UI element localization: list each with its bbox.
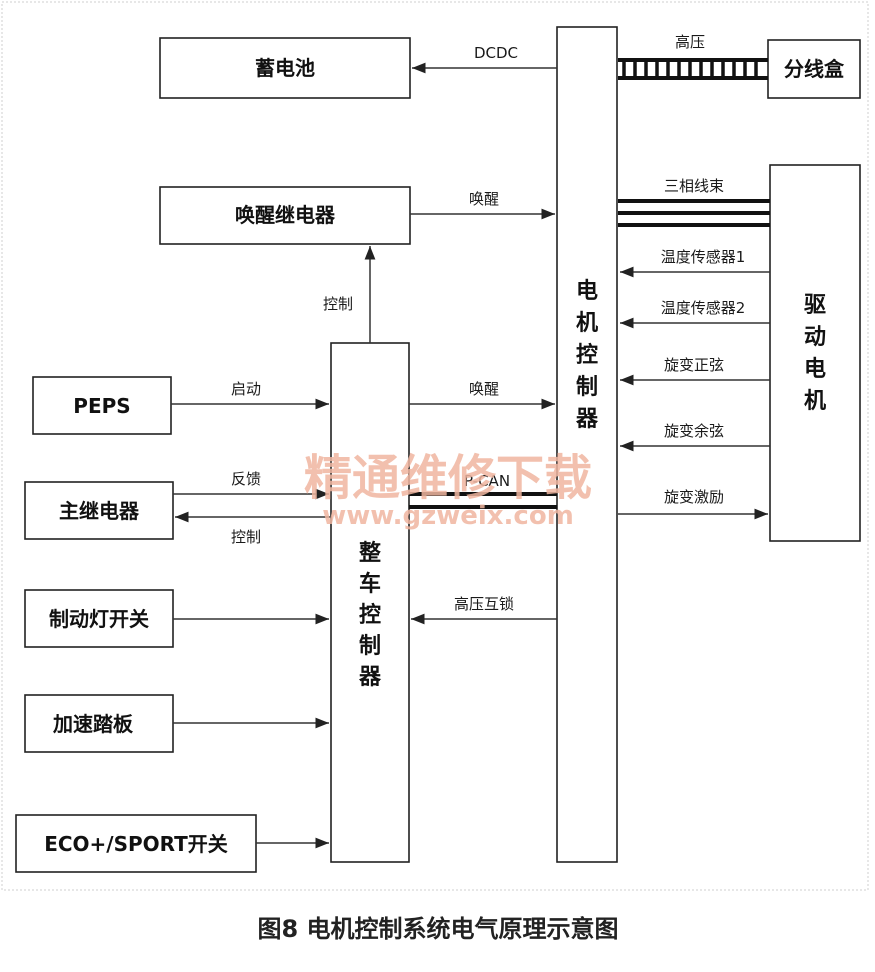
accel-pedal-block: 加速踏板 [24,694,174,753]
watermark-url: www.gzweix.com [322,501,574,531]
wake-label-top: 唤醒 [469,190,499,208]
vcu-block: 整 车 控 制 器 [330,342,410,863]
drive-motor-block: 驱 动 电 机 [769,164,861,542]
control-up-label: 控制 [323,295,353,313]
vcu-label-char: 制 [359,634,381,659]
start-label: 启动 [231,380,261,398]
mcu-label-char: 电 [576,279,598,304]
high-voltage-bus [618,58,768,80]
feedback-label: 反馈 [231,470,261,488]
battery-label: 蓄电池 [255,56,315,80]
battery-block: 蓄电池 [159,37,411,99]
hv-interlock-label: 高压互锁 [454,595,514,613]
motor-label-char: 电 [804,357,826,382]
peps-block: PEPS [32,376,172,435]
high-voltage-label: 高压 [675,33,705,51]
eco-sport-switch-label: ECO+/SPORT开关 [44,832,228,856]
motor-label-char: 驱 [804,293,826,318]
junction-box-label: 分线盒 [784,57,845,81]
dcdc-label: DCDC [474,44,518,62]
junction-box-block: 分线盒 [767,39,861,99]
pcan-label: P-CAN [464,472,510,490]
peps-label: PEPS [73,394,130,418]
vcu-label-char: 车 [359,571,381,597]
accel-pedal-label: 加速踏板 [52,712,134,736]
motor-label-char: 机 [804,389,826,414]
eco-sport-switch-block: ECO+/SPORT开关 [15,814,257,873]
mcu-label-char: 机 [576,311,598,336]
vcu-label-char: 器 [358,665,382,690]
resolver-sin-label: 旋变正弦 [664,356,724,374]
pcan-bus [409,492,557,509]
vcu-label-char: 控 [359,602,381,628]
wake-relay-block: 唤醒继电器 [159,186,411,245]
three-phase-harness [618,199,770,227]
wake-label-middle: 唤醒 [469,380,499,398]
control-relay-label: 控制 [231,528,261,546]
motor-label-char: 动 [804,325,826,350]
main-relay-block: 主继电器 [24,481,174,540]
brake-switch-block: 制动灯开关 [24,589,174,648]
diagram-frame [1,1,869,891]
resolver-excitation-label: 旋变激励 [664,488,724,506]
figure-caption: 图8 电机控制系统电气原理示意图 [257,915,618,943]
temp-sensor-1-label: 温度传感器1 [661,248,746,266]
brake-switch-label: 制动灯开关 [49,607,149,631]
temp-sensor-2-label: 温度传感器2 [661,299,746,317]
mcu-block: 电 机 控 制 器 [556,26,618,863]
watermark-title: 精通维修下载 [304,450,592,506]
mcu-label-char: 制 [576,375,598,400]
resolver-cos-label: 旋变余弦 [664,422,724,440]
vcu-label-char: 整 [359,540,381,566]
mcu-label-char: 控 [576,342,598,368]
three-phase-label: 三相线束 [664,177,724,195]
main-relay-label: 主继电器 [59,499,140,523]
mcu-label-char: 器 [575,407,599,432]
wake-relay-label: 唤醒继电器 [235,203,336,227]
